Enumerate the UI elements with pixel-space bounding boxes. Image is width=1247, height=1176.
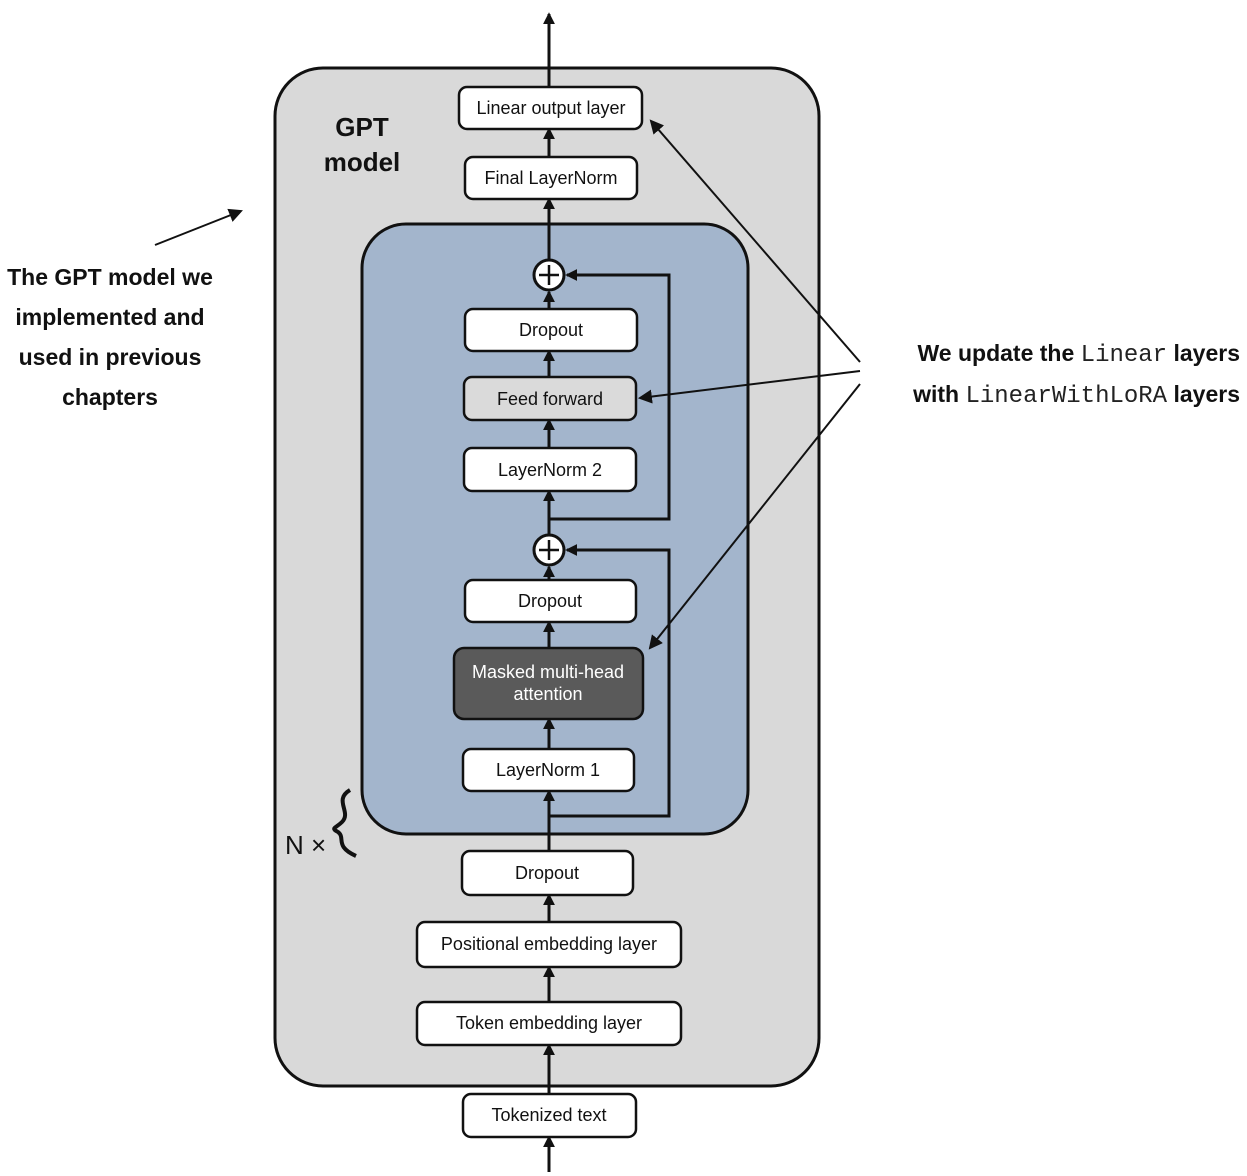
- final-layernorm-box: Final LayerNorm: [463, 155, 639, 201]
- masked-multi-head-attention-box: Masked multi-head attention: [452, 646, 645, 721]
- dropout-attention-box: Dropout: [463, 578, 638, 624]
- right-annotation-line2: with LinearWithLoRA layers: [912, 381, 1240, 410]
- model-title-line1: GPT: [335, 112, 389, 142]
- residual-add-icon-upper: [532, 258, 566, 292]
- dropout-feedforward-box: Dropout: [463, 307, 639, 353]
- layernorm1-label: LayerNorm 1: [496, 760, 600, 780]
- left-annotation-line3: used in previous: [19, 344, 202, 370]
- dropout-feedforward-label: Dropout: [519, 320, 583, 340]
- layernorm2-label: LayerNorm 2: [498, 460, 602, 480]
- dropout-attention-label: Dropout: [518, 591, 582, 611]
- token-embedding-layer-box: Token embedding layer: [415, 1000, 683, 1047]
- dropout-embedding-box: Dropout: [460, 849, 635, 897]
- positional-embedding-layer-box: Positional embedding layer: [415, 920, 683, 969]
- masked-attention-label-line1: Masked multi-head: [472, 662, 624, 682]
- left-annotation-line1: The GPT model we: [7, 264, 213, 290]
- left-annotation-line4: chapters: [62, 384, 158, 410]
- repeat-brace-icon: [332, 788, 357, 858]
- tokenized-text-box: Tokenized text: [461, 1092, 638, 1139]
- masked-attention-label-line2: attention: [513, 684, 582, 704]
- layernorm2-box: LayerNorm 2: [462, 446, 638, 493]
- linear-output-label: Linear output layer: [476, 98, 625, 118]
- token-embedding-label: Token embedding layer: [456, 1013, 642, 1033]
- positional-embedding-label: Positional embedding layer: [441, 934, 657, 954]
- tokenized-text-label: Tokenized text: [491, 1105, 606, 1125]
- left-annotation-line2: implemented and: [15, 304, 204, 330]
- right-annotation: We update the Linear layers with LinearW…: [912, 340, 1240, 410]
- repeat-count-label: N ×: [285, 830, 326, 860]
- feed-forward-box: Feed forward: [462, 375, 638, 422]
- dropout-embedding-label: Dropout: [515, 863, 579, 883]
- right-annotation-line1: We update the Linear layers: [918, 340, 1240, 369]
- final-layernorm-label: Final LayerNorm: [484, 168, 617, 188]
- feed-forward-label: Feed forward: [497, 389, 603, 409]
- linear-output-layer-box: Linear output layer: [457, 85, 644, 131]
- layernorm1-box: LayerNorm 1: [461, 747, 636, 793]
- model-title-line2: model: [324, 147, 401, 177]
- residual-add-icon-lower: [532, 533, 566, 567]
